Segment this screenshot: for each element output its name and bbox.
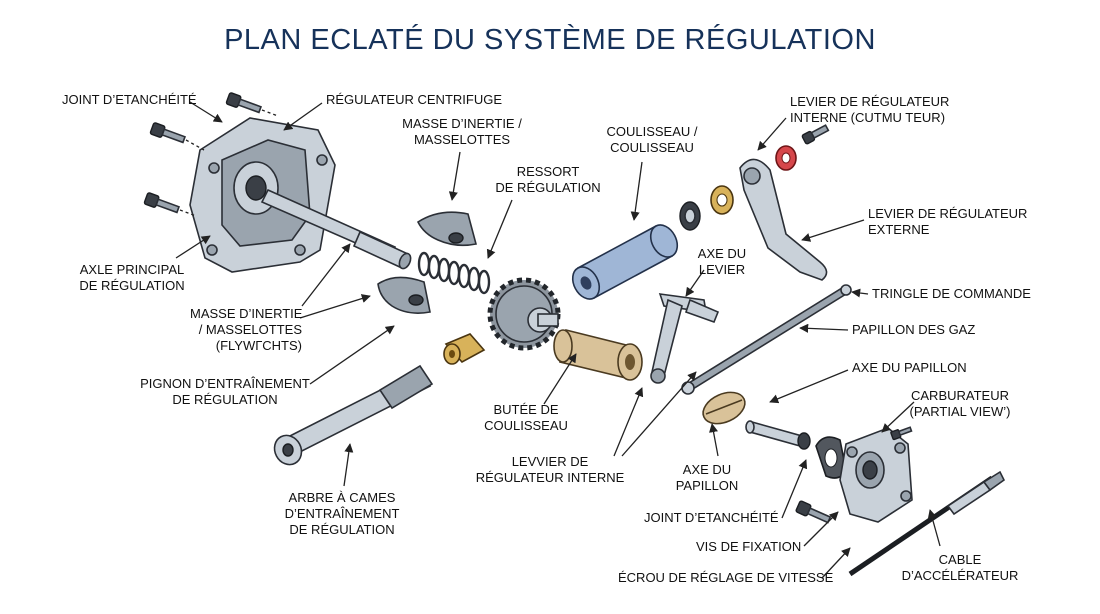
flyweight-bottom: [377, 276, 431, 314]
housing-bolts: [143, 92, 263, 214]
regulator-spring: [417, 251, 491, 295]
internal-lever: [650, 293, 720, 384]
label-carburateur: CARBURATEUR(PARTIAL VIEW’): [909, 388, 1011, 419]
label-ecrou: ÉCROU DE RÉGLAGE DE VITESSE: [618, 570, 834, 585]
label-joint-etancheite-top: JOINT D’ETANCHÉITÉ: [62, 92, 197, 107]
drive-gear: [487, 277, 561, 351]
slider-stop: [553, 329, 643, 381]
leader-lines: [175, 101, 941, 579]
control-rod: [681, 284, 852, 395]
red-washer: [775, 145, 797, 171]
lever-bolt: [801, 124, 830, 145]
label-axe-papillon-top: AXE DU PAPILLON: [852, 360, 967, 375]
label-joint-etancheite-bottom: JOINT D’ETANCHÉITÉ: [644, 510, 779, 525]
throttle-plate: [702, 391, 746, 425]
label-masse-inertie-mid: MASSE D’INERTIE/ MASSELOTTES(FLYWГCHTS): [190, 306, 303, 353]
label-coulisseau: COULISSEAU /COULISSEAU: [606, 124, 698, 155]
throttle-cable: [848, 470, 1006, 577]
label-vis-fixation: VIS DE FIXATION: [696, 539, 802, 554]
flyweight-top: [416, 211, 477, 247]
label-regulateur-centrifuge: RÉGULATEUR CENTRIFUGE: [326, 92, 502, 107]
bearing-washer: [679, 201, 701, 231]
page-title: PLAN ECLATÉ DU SYSTÈME DE RÉGULATION: [224, 24, 876, 56]
label-tringle: TRINGLE DE COMMANDE: [872, 286, 1031, 301]
throttle-axle: [745, 420, 811, 450]
brass-washer: [710, 185, 734, 215]
label-papillon-gaz: PAPILLON DES GAZ: [852, 322, 976, 337]
camshaft: [273, 364, 434, 466]
brass-nut: [443, 333, 486, 365]
small-screw: [890, 426, 913, 441]
carburetor-body: [839, 427, 913, 523]
slider-sleeve: [571, 224, 679, 300]
external-lever: [739, 158, 828, 281]
main-axle: [260, 188, 412, 270]
fixing-screw: [795, 500, 832, 524]
regulator-housing: [189, 117, 336, 273]
label-masse-inertie-top: MASSE D’INERTIE /MASSELOTTES: [402, 116, 522, 147]
